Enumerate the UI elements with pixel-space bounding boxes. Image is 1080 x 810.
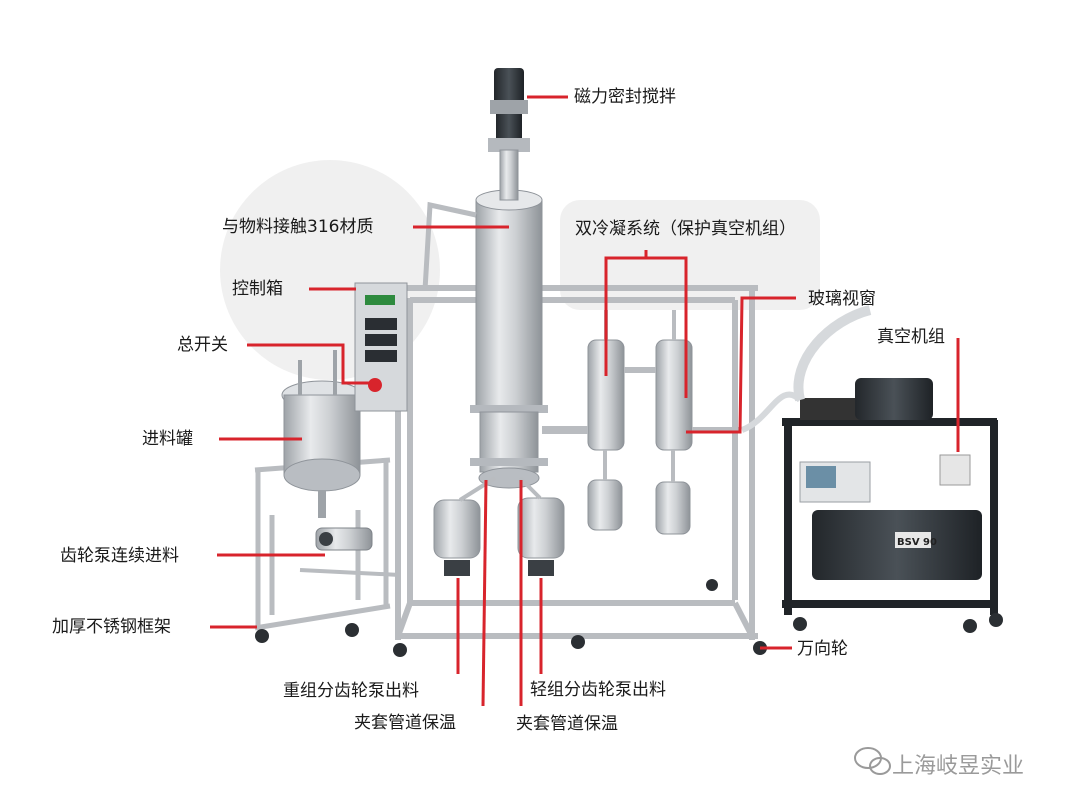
watermark-text: 上海岐昱实业 [892, 754, 1025, 779]
leader-jacket-left [481, 479, 488, 707]
label-heavy-pump: 重组分齿轮泵出料 [283, 681, 419, 701]
wechat-icon [854, 747, 891, 775]
leader-switch [247, 343, 376, 385]
receivers [587, 450, 691, 535]
condensers [542, 310, 740, 451]
label-dual-condenser: 双冷凝系统（保护真空机组） [575, 219, 796, 239]
leader-glass [686, 296, 796, 434]
casters-vacuum [793, 613, 1003, 633]
stirrer-motor [488, 68, 530, 201]
column-receivers [433, 476, 565, 576]
feed-gear-pump [299, 527, 401, 577]
label-magnetic-stirrer: 磁力密封搅拌 [574, 87, 676, 107]
label-gear-pump-feed: 齿轮泵连续进料 [60, 546, 179, 566]
label-material-316: 与物料接触316材质 [222, 217, 374, 237]
label-glass-window: 玻璃视窗 [808, 289, 876, 309]
casters-feed [255, 623, 359, 643]
label-main-switch: 总开关 [177, 335, 228, 355]
casters-main [393, 579, 767, 657]
control-box [354, 282, 408, 412]
label-caster: 万向轮 [797, 639, 848, 659]
pump-model-plate: BSV 90 [897, 537, 937, 548]
feed-frame [254, 457, 391, 631]
label-jacket-left: 夹套管道保温 [354, 713, 456, 733]
evaporator-column [470, 189, 548, 489]
label-control-box: 控制箱 [232, 279, 283, 299]
feed-tank [281, 350, 363, 518]
label-steel-frame: 加厚不锈钢框架 [52, 617, 171, 637]
label-light-pump: 轻组分齿轮泵出料 [530, 680, 666, 700]
label-jacket-right: 夹套管道保温 [516, 714, 618, 734]
label-vacuum-unit: 真空机组 [877, 327, 945, 347]
label-feed-tank: 进料罐 [142, 429, 193, 449]
leader-lines [210, 95, 960, 707]
vacuum-unit [740, 305, 998, 615]
main-frame [395, 285, 758, 640]
